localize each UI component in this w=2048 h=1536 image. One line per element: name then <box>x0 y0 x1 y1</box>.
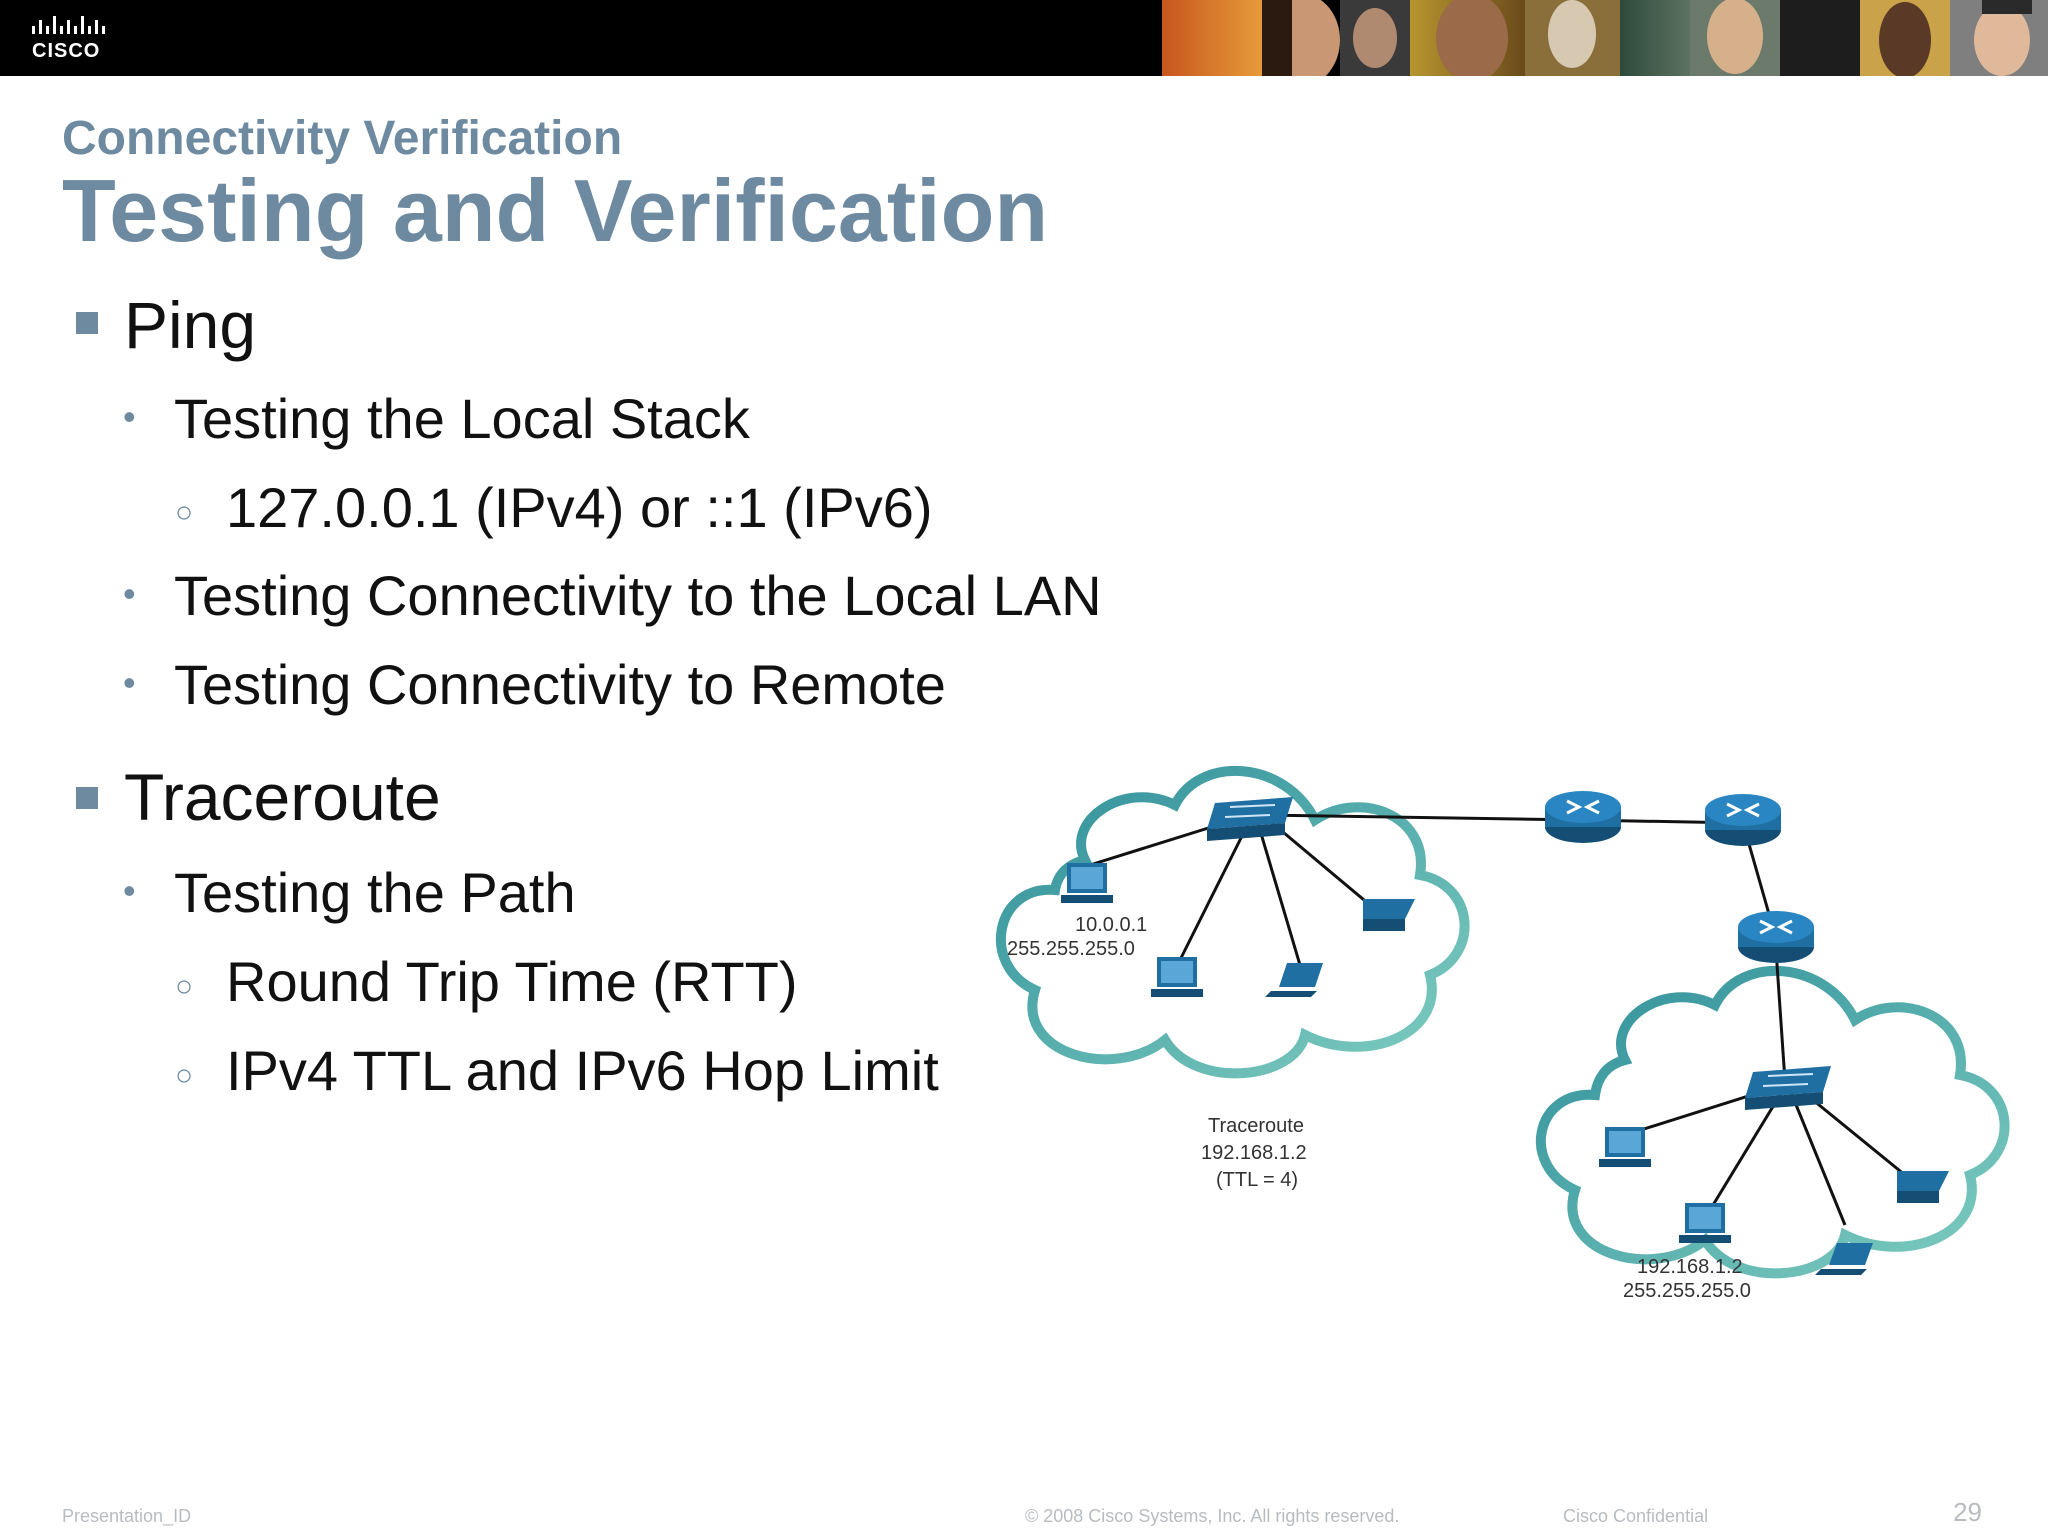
cisco-logo: CISCO <box>30 14 126 64</box>
source-mask-label: 255.255.255.0 <box>1007 938 1135 960</box>
bullet-ring-icon: ○ <box>175 970 194 1003</box>
printer-icon <box>1363 899 1415 931</box>
bullet-local-stack: Testing the Local Stack <box>174 387 750 450</box>
switch-icon <box>1745 1066 1831 1110</box>
traceroute-note-line3: (TTL = 4) <box>1216 1169 1298 1191</box>
footer-copyright: © 2008 Cisco Systems, Inc. All rights re… <box>1025 1506 1400 1526</box>
slide-subtitle: Connectivity Verification <box>62 112 623 165</box>
printer-icon <box>1897 1171 1949 1203</box>
switch-icon <box>1207 797 1293 841</box>
router-icon <box>1705 794 1781 846</box>
footer-presentation-id: Presentation_ID <box>62 1506 192 1526</box>
laptop-icon <box>1815 1243 1873 1275</box>
source-ip-label: 10.0.0.1 <box>1075 914 1147 936</box>
dest-mask-label: 255.255.255.0 <box>1623 1280 1751 1302</box>
pc-icon <box>1061 863 1113 903</box>
bullet-square-icon <box>76 312 98 334</box>
network-diagram: 10.0.0.1 255.255.255.0 Traceroute 192.16… <box>975 735 2010 1340</box>
bullet-dot-icon: • <box>123 396 136 437</box>
bullet-ttl-hop-limit: IPv4 TTL and IPv6 Hop Limit <box>226 1039 939 1102</box>
header-bar: CISCO <box>0 0 2048 76</box>
laptop-icon <box>1265 963 1323 997</box>
page-number: 29 <box>1953 1497 1982 1527</box>
pc-icon <box>1679 1203 1731 1243</box>
bullet-rtt: Round Trip Time (RTT) <box>226 950 798 1013</box>
bullet-dot-icon: • <box>123 870 136 911</box>
lan-cloud-left <box>996 765 1470 1079</box>
traceroute-note-line1: Traceroute <box>1208 1115 1304 1137</box>
cisco-bridge-icon <box>32 16 105 34</box>
bullet-testing-path: Testing the Path <box>174 861 576 924</box>
bullet-dot-icon: • <box>123 573 136 614</box>
traceroute-note-line2: 192.168.1.2 <box>1201 1142 1307 1164</box>
bullet-dot-icon: • <box>123 662 136 703</box>
bullet-remote: Testing Connectivity to Remote <box>174 653 946 716</box>
pc-icon <box>1151 957 1203 997</box>
footer-confidential: Cisco Confidential <box>1563 1506 1709 1526</box>
router-icon <box>1545 791 1621 843</box>
bullet-square-icon <box>76 787 98 809</box>
lan-cloud-right <box>1536 965 2010 1279</box>
bullet-loopback: 127.0.0.1 (IPv4) or ::1 (IPv6) <box>226 476 933 539</box>
bullet-ring-icon: ○ <box>175 1059 194 1092</box>
bullet-traceroute: Traceroute <box>124 760 441 834</box>
dest-ip-label: 192.168.1.2 <box>1637 1256 1743 1278</box>
pc-icon <box>1599 1127 1651 1167</box>
bullet-local-lan: Testing Connectivity to the Local LAN <box>174 564 1102 627</box>
logo-wordmark: CISCO <box>32 40 101 62</box>
slide-title: Testing and Verification <box>62 161 1049 260</box>
bullet-ping: Ping <box>124 288 257 362</box>
router-icon <box>1738 911 1814 963</box>
people-photo-strip <box>1162 0 2048 76</box>
bullet-ring-icon: ○ <box>175 496 194 529</box>
